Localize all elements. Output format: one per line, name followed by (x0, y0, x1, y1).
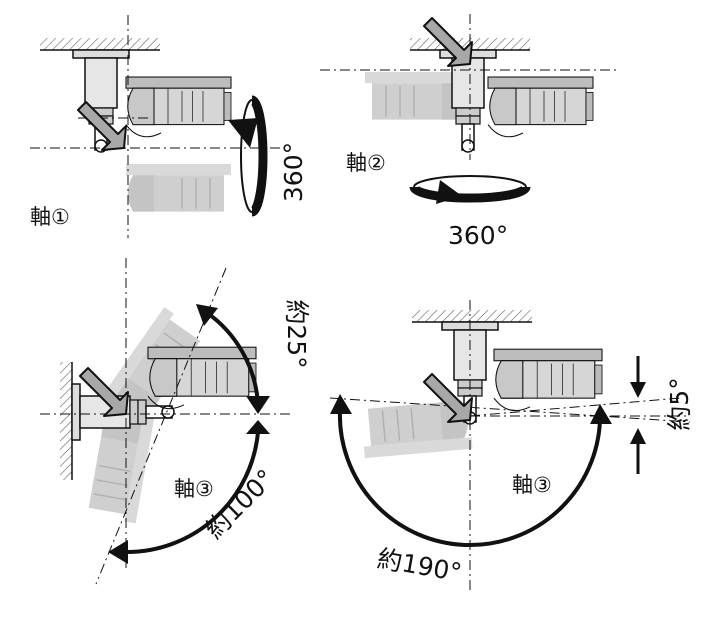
panel-bottom-right: 約5° 約190° 軸③ (329, 300, 694, 590)
rotation-arrow (330, 356, 646, 548)
panel-bottom-left: 約25° 約100° 軸③ (40, 258, 311, 585)
camera-body (487, 76, 594, 138)
rotation-arrow (409, 175, 531, 204)
angle-label-lower: 約100° (200, 464, 281, 545)
angle-label: 360° (448, 221, 508, 250)
panel-top-left: 360° 軸① (30, 15, 308, 238)
angle-label-left: 約190° (375, 544, 464, 587)
camera-body (147, 346, 257, 410)
ceiling-hatch (412, 310, 532, 322)
angle-label-right: 約5° (665, 377, 694, 430)
axis-label: 軸② (346, 151, 386, 175)
wall-hatch (60, 362, 72, 480)
axis-label: 軸③ (512, 473, 552, 497)
camera-body (125, 76, 232, 138)
camera-body (493, 348, 603, 412)
ghost-camera (125, 163, 232, 213)
axis-label: 軸③ (174, 477, 214, 501)
rotation-arrow (108, 304, 270, 564)
angle-label: 360° (279, 142, 308, 202)
rotation-arrow (228, 95, 268, 217)
axis-label: 軸① (30, 205, 70, 229)
angle-label-upper: 約25° (282, 299, 311, 368)
panel-top-right: 軸② 360° (320, 14, 620, 250)
ceiling-hatch (40, 38, 160, 50)
